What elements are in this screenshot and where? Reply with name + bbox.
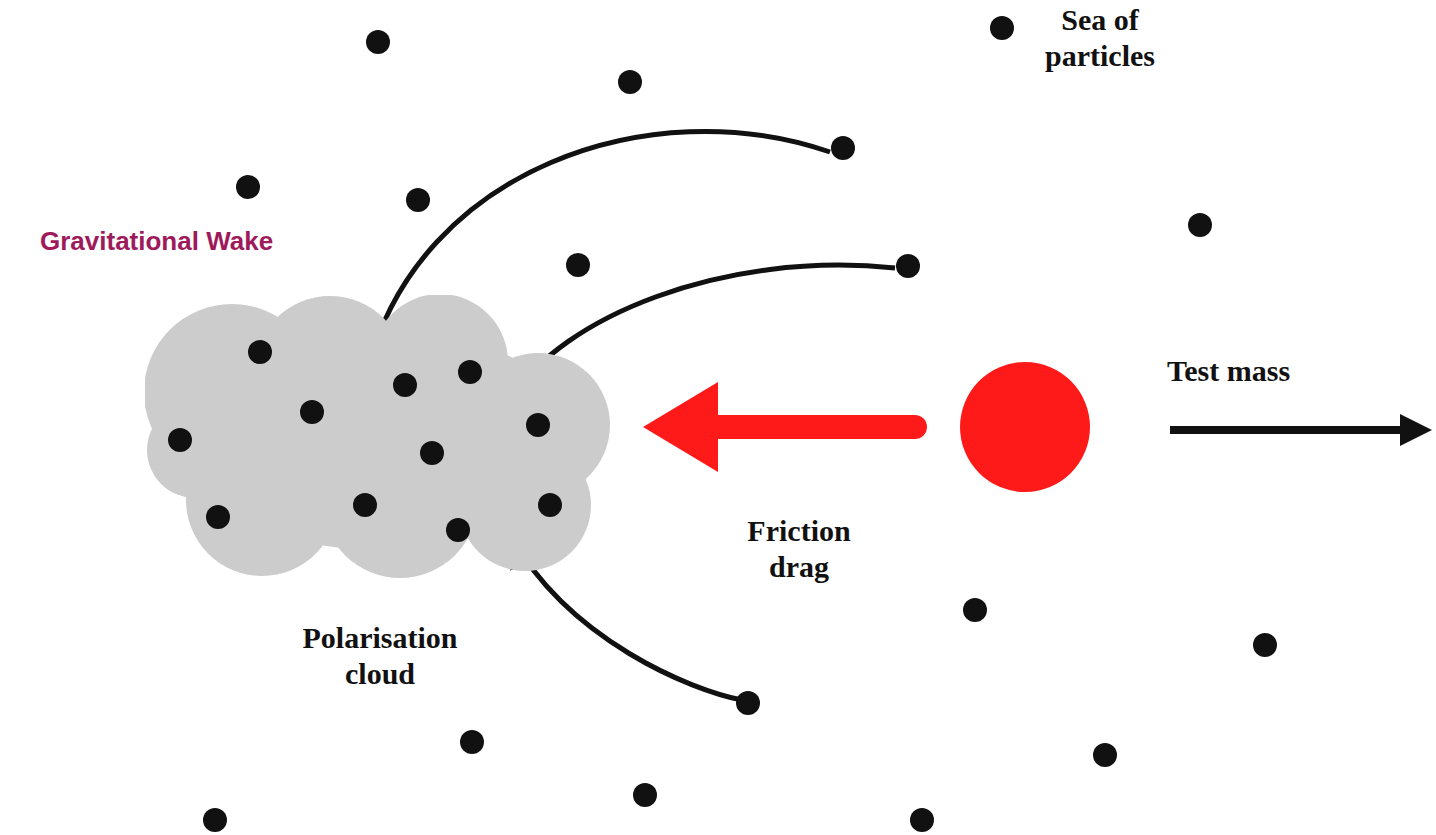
- node-label: Test mass: [1167, 353, 1337, 389]
- polarisation-cloud: Polarisation cloud: [145, 295, 615, 715]
- motion-arrow: [1170, 414, 1432, 446]
- sea-label: Sea of particles: [1020, 2, 1180, 74]
- node-label: Polarisation cloud: [270, 620, 490, 692]
- test-mass: Test mass: [955, 345, 1345, 510]
- drag-arrow: [643, 382, 915, 472]
- edge-label: Friction drag: [719, 513, 879, 585]
- wake-label: Gravitational Wake: [40, 226, 273, 257]
